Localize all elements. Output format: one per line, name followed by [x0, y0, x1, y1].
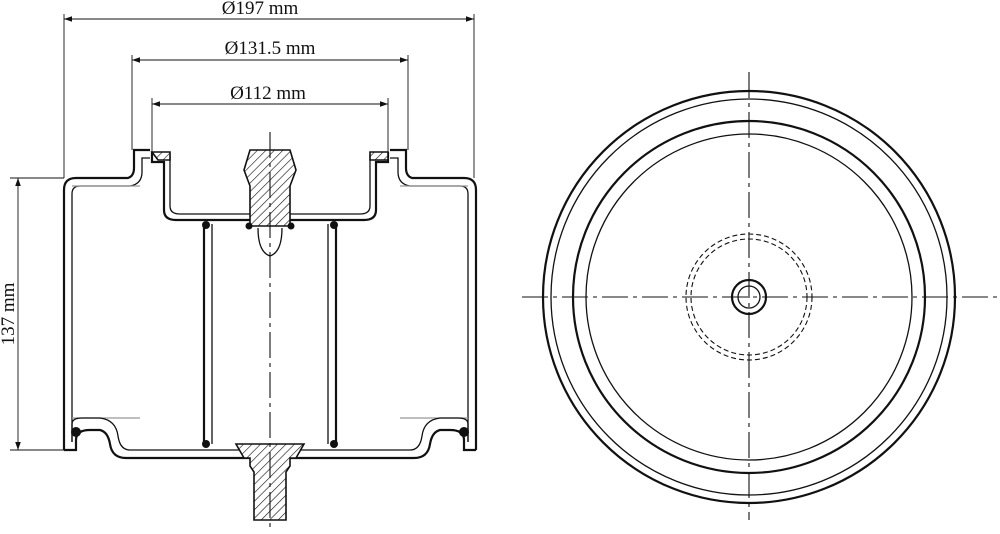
dimension-inner-diameter: Ø112 mm: [151, 83, 389, 152]
section-view: Ø197 mm Ø131.5 mm Ø112 mm 137 mm: [0, 0, 478, 532]
bottom-spigot: [234, 443, 306, 521]
height-label: 137 mm: [0, 282, 19, 345]
outer-shell: [62, 148, 478, 450]
outer-diameter-label: Ø197 mm: [222, 0, 299, 19]
middle-diameter-label: Ø131.5 mm: [225, 38, 316, 59]
dimension-outer-diameter: Ø197 mm: [63, 0, 475, 178]
inner-tube: [202, 221, 338, 448]
dimension-height: 137 mm: [0, 177, 70, 451]
inner-diameter-label: Ø112 mm: [230, 83, 306, 104]
plan-view: [522, 72, 998, 520]
dimension-middle-diameter: Ø131.5 mm: [131, 38, 409, 150]
